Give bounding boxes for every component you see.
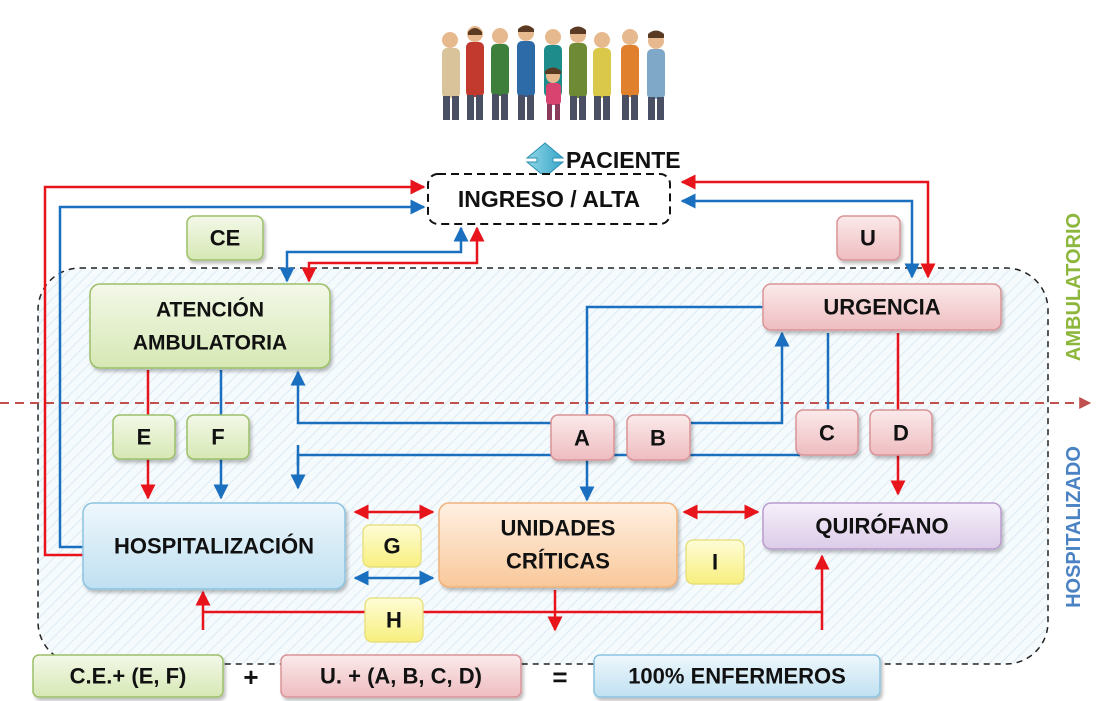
tag-d[interactable]: D	[869, 409, 933, 456]
tag-i-label: I	[712, 550, 718, 575]
tag-g[interactable]: G	[362, 524, 422, 568]
unidades-criticas-box[interactable]	[438, 502, 678, 588]
tag-u-label: U	[860, 226, 876, 251]
atencion-ambulatoria-box[interactable]	[89, 283, 331, 369]
tag-c-label: C	[819, 421, 835, 446]
flow-ingreso-urgencia-red	[680, 174, 936, 279]
flow-hosp-to-ingreso-red	[43, 179, 426, 557]
atencion-line2-label: AMBULATORIA	[133, 332, 287, 355]
hospitalizacion-box[interactable]	[82, 502, 346, 590]
formula-term-ce: C.E.+ (E, F)	[32, 654, 224, 698]
flow-ingreso-atencion-red	[301, 226, 485, 283]
tag-h-label: H	[386, 608, 402, 633]
formula-plus: +	[243, 662, 258, 692]
people-group-illustration	[442, 25, 665, 120]
formula-result-label: 100% ENFERMEROS	[628, 664, 846, 689]
tag-b[interactable]: B	[626, 414, 691, 461]
patient-double-arrow-icon	[525, 142, 565, 178]
quirofano-box[interactable]	[762, 502, 1002, 550]
tag-e[interactable]: E	[112, 414, 176, 460]
flow-urgencia-a-blue	[585, 305, 763, 418]
zone-label-ambulatorio: AMBULATORIO	[1063, 213, 1085, 361]
tag-d-label: D	[893, 421, 909, 446]
flow-b-to-urgencia-blue	[691, 331, 790, 425]
patient-label: PACIENTE	[566, 147, 681, 173]
urgencia-label: URGENCIA	[823, 295, 940, 320]
tag-ce[interactable]: CE	[186, 215, 264, 261]
ingreso-alta-box[interactable]	[427, 173, 671, 225]
flow-a-to-atencion-blue	[290, 370, 551, 425]
unidades-line1-label: UNIDADES	[501, 516, 616, 541]
flow-hosp-to-ingreso-blue	[58, 199, 426, 549]
flow-ingreso-urgencia-blue	[680, 193, 920, 279]
tag-h[interactable]: H	[364, 597, 424, 643]
formula-term-u: U. + (A, B, C, D)	[280, 654, 522, 698]
quirofano-label: QUIRÓFANO	[815, 514, 948, 539]
tag-u[interactable]: U	[836, 215, 901, 261]
ingreso-alta-label: INGRESO / ALTA	[458, 186, 640, 212]
formula-term-u-label: U. + (A, B, C, D)	[320, 664, 482, 689]
tag-ce-label: CE	[210, 226, 241, 251]
zone-label-hospitalizado: HOSPITALIZADO	[1063, 446, 1085, 608]
tag-i[interactable]: I	[685, 539, 745, 585]
tag-e-label: E	[137, 425, 152, 450]
formula-equals: =	[552, 662, 567, 692]
tag-b-label: B	[650, 426, 666, 451]
urgencia-box[interactable]	[762, 283, 1002, 331]
unidades-line2-label: CRÍTICAS	[506, 549, 610, 574]
tag-a[interactable]: A	[550, 414, 615, 461]
tag-g-label: G	[383, 534, 400, 559]
tag-c[interactable]: C	[795, 409, 859, 456]
tag-f-label: F	[211, 425, 224, 450]
tag-a-label: A	[574, 426, 590, 451]
formula-term-ce-label: C.E.+ (E, F)	[70, 664, 187, 689]
tag-f[interactable]: F	[186, 414, 250, 460]
atencion-line1-label: ATENCIÓN	[156, 298, 264, 322]
hospitalizacion-label: HOSPITALIZACIÓN	[114, 534, 314, 559]
formula-result: 100% ENFERMEROS	[593, 654, 881, 698]
